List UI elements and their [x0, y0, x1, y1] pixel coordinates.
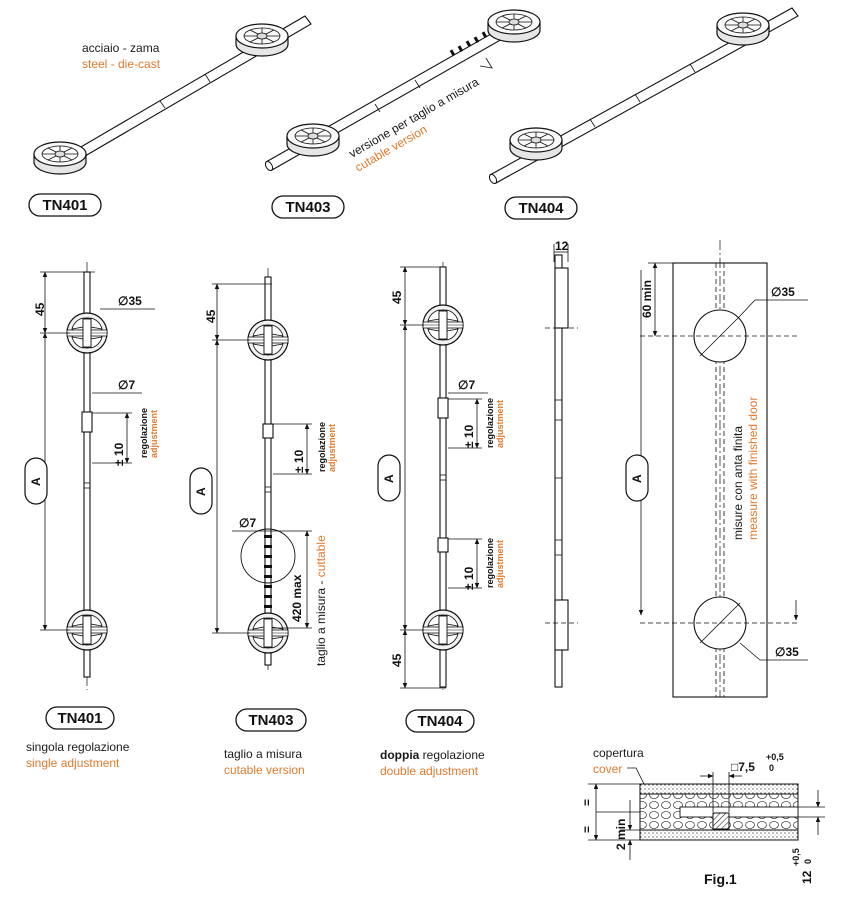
tn404-dim-pm10-a: ± 10	[462, 424, 476, 448]
iso-code-tn404: TN404	[518, 200, 564, 217]
tn403-cut-notches	[264, 535, 272, 608]
tn401-reg-en: adjustment	[149, 410, 159, 458]
tn404-dim-pm10-b: ± 10	[462, 566, 476, 590]
tn403-dim-pm10: ± 10	[292, 449, 306, 473]
tn404-dim-d7: ∅7	[458, 378, 475, 392]
side-dim-12: 12	[555, 239, 569, 253]
cutting-notches	[449, 31, 488, 57]
door-measure-en: measure with finished door	[746, 397, 760, 540]
tn403-caption-it: taglio a misura	[224, 747, 302, 761]
tn401-code-badge: TN401	[57, 710, 102, 727]
iso-code-tn401: TN401	[42, 197, 87, 214]
material-label-it: acciaio - zama	[82, 41, 160, 55]
front-view-tn404: 45 ∅7 ± 10 regolazione adjustment ± 10 r…	[377, 262, 505, 778]
tn403-dim-45: 45	[204, 309, 218, 323]
tn403-reg-en: adjustment	[327, 424, 337, 472]
tn403-dim-d7: ∅7	[239, 516, 256, 530]
fig1-tol-12-bot: 0	[803, 859, 813, 864]
iso-code-tn403: TN403	[285, 199, 330, 216]
tn404-code-badge: TN404	[417, 713, 463, 730]
fig1-tol-75-top: +0,5	[766, 752, 784, 762]
tn404-caption-it-line: doppia regolazione	[380, 748, 485, 762]
door-dim-d35-bottom: ∅35	[775, 645, 799, 659]
front-view-tn403: 45 ± 10 regolazione adjustment A ∅7 420 …	[189, 268, 337, 777]
tn401-reg-it: regolazione	[139, 408, 149, 458]
tn401-caption-it: singola regolazione	[26, 740, 130, 754]
tn403-cut-label: taglio a misura - cuttable	[314, 535, 328, 666]
tn404-reg-en-b: adjustment	[495, 540, 505, 588]
fig1-tol-12-top: +0,5	[791, 848, 801, 866]
fig1-dim-12: 12	[800, 870, 814, 884]
tn404-reg-it-a: regolazione	[485, 398, 495, 448]
fig1-dim-75: □7,5	[731, 760, 755, 774]
door-view: 60 min ∅35 A ∅35 misure con anta finita …	[625, 240, 808, 698]
tn404-caption-it: regolazione	[419, 748, 485, 762]
tn401-dim-45: 45	[33, 302, 47, 316]
tn403-cut-sep: -	[314, 577, 328, 588]
fig1-label: Fig.1	[704, 871, 737, 887]
tn404-dim-45-top: 45	[390, 290, 404, 304]
iso-view-tn404: TN404	[488, 7, 799, 220]
tn403-reg-it: regolazione	[317, 422, 327, 472]
side-view: 12	[545, 239, 578, 688]
tn404-reg-it-b: regolazione	[485, 538, 495, 588]
fig1-tol-75-bot: 0	[769, 763, 774, 773]
door-measure-it: misure con anta finita	[731, 426, 745, 540]
tn403-dim-420: 420 max	[290, 574, 304, 622]
tn403-cut-en: cuttable	[314, 535, 328, 577]
tn401-dim-d7: ∅7	[118, 378, 135, 392]
tn403-dim-a: A	[194, 487, 208, 496]
door-dim-d35-top: ∅35	[771, 285, 795, 299]
fig1-dim-2min: 2 min	[614, 819, 628, 850]
tn403-caption-en: cutable version	[224, 763, 305, 777]
tn403-code-badge: TN403	[248, 712, 293, 729]
fig1-cover-it: copertura	[593, 746, 644, 760]
tn404-dim-45-bottom: 45	[390, 653, 404, 667]
tn403-cut-it: taglio a misura	[314, 588, 328, 666]
iso-view-tn401: acciaio - zama steel - die-cast TN401	[28, 15, 312, 217]
fig1-eq-a: =	[580, 799, 594, 806]
front-view-tn401: 45 ∅35 ∅7 ± 10 regolazione adjustment A …	[24, 262, 159, 770]
door-dim-60min: 60 min	[640, 280, 654, 318]
tn401-dim-a: A	[29, 477, 43, 486]
fig1-cover-en: cover	[593, 762, 622, 776]
tn401-dim-d35: ∅35	[118, 294, 142, 308]
tn404-reg-en-a: adjustment	[495, 400, 505, 448]
tn404-caption-en: double adjustment	[380, 764, 479, 778]
fig1-section: copertura cover □7,5 +0,5 0 = = 2 min 12…	[580, 746, 825, 887]
fig1-eq-b: =	[580, 826, 594, 833]
tn404-dim-a: A	[382, 474, 396, 483]
material-label-en: steel - die-cast	[82, 57, 161, 71]
iso-view-tn403: versione per taglio a misura cutable ver…	[264, 9, 541, 219]
tn401-dim-pm10: ± 10	[112, 442, 126, 466]
tn401-caption-en: single adjustment	[26, 756, 120, 770]
tn404-caption-bold: doppia	[380, 748, 420, 762]
door-dim-a: A	[630, 474, 644, 483]
